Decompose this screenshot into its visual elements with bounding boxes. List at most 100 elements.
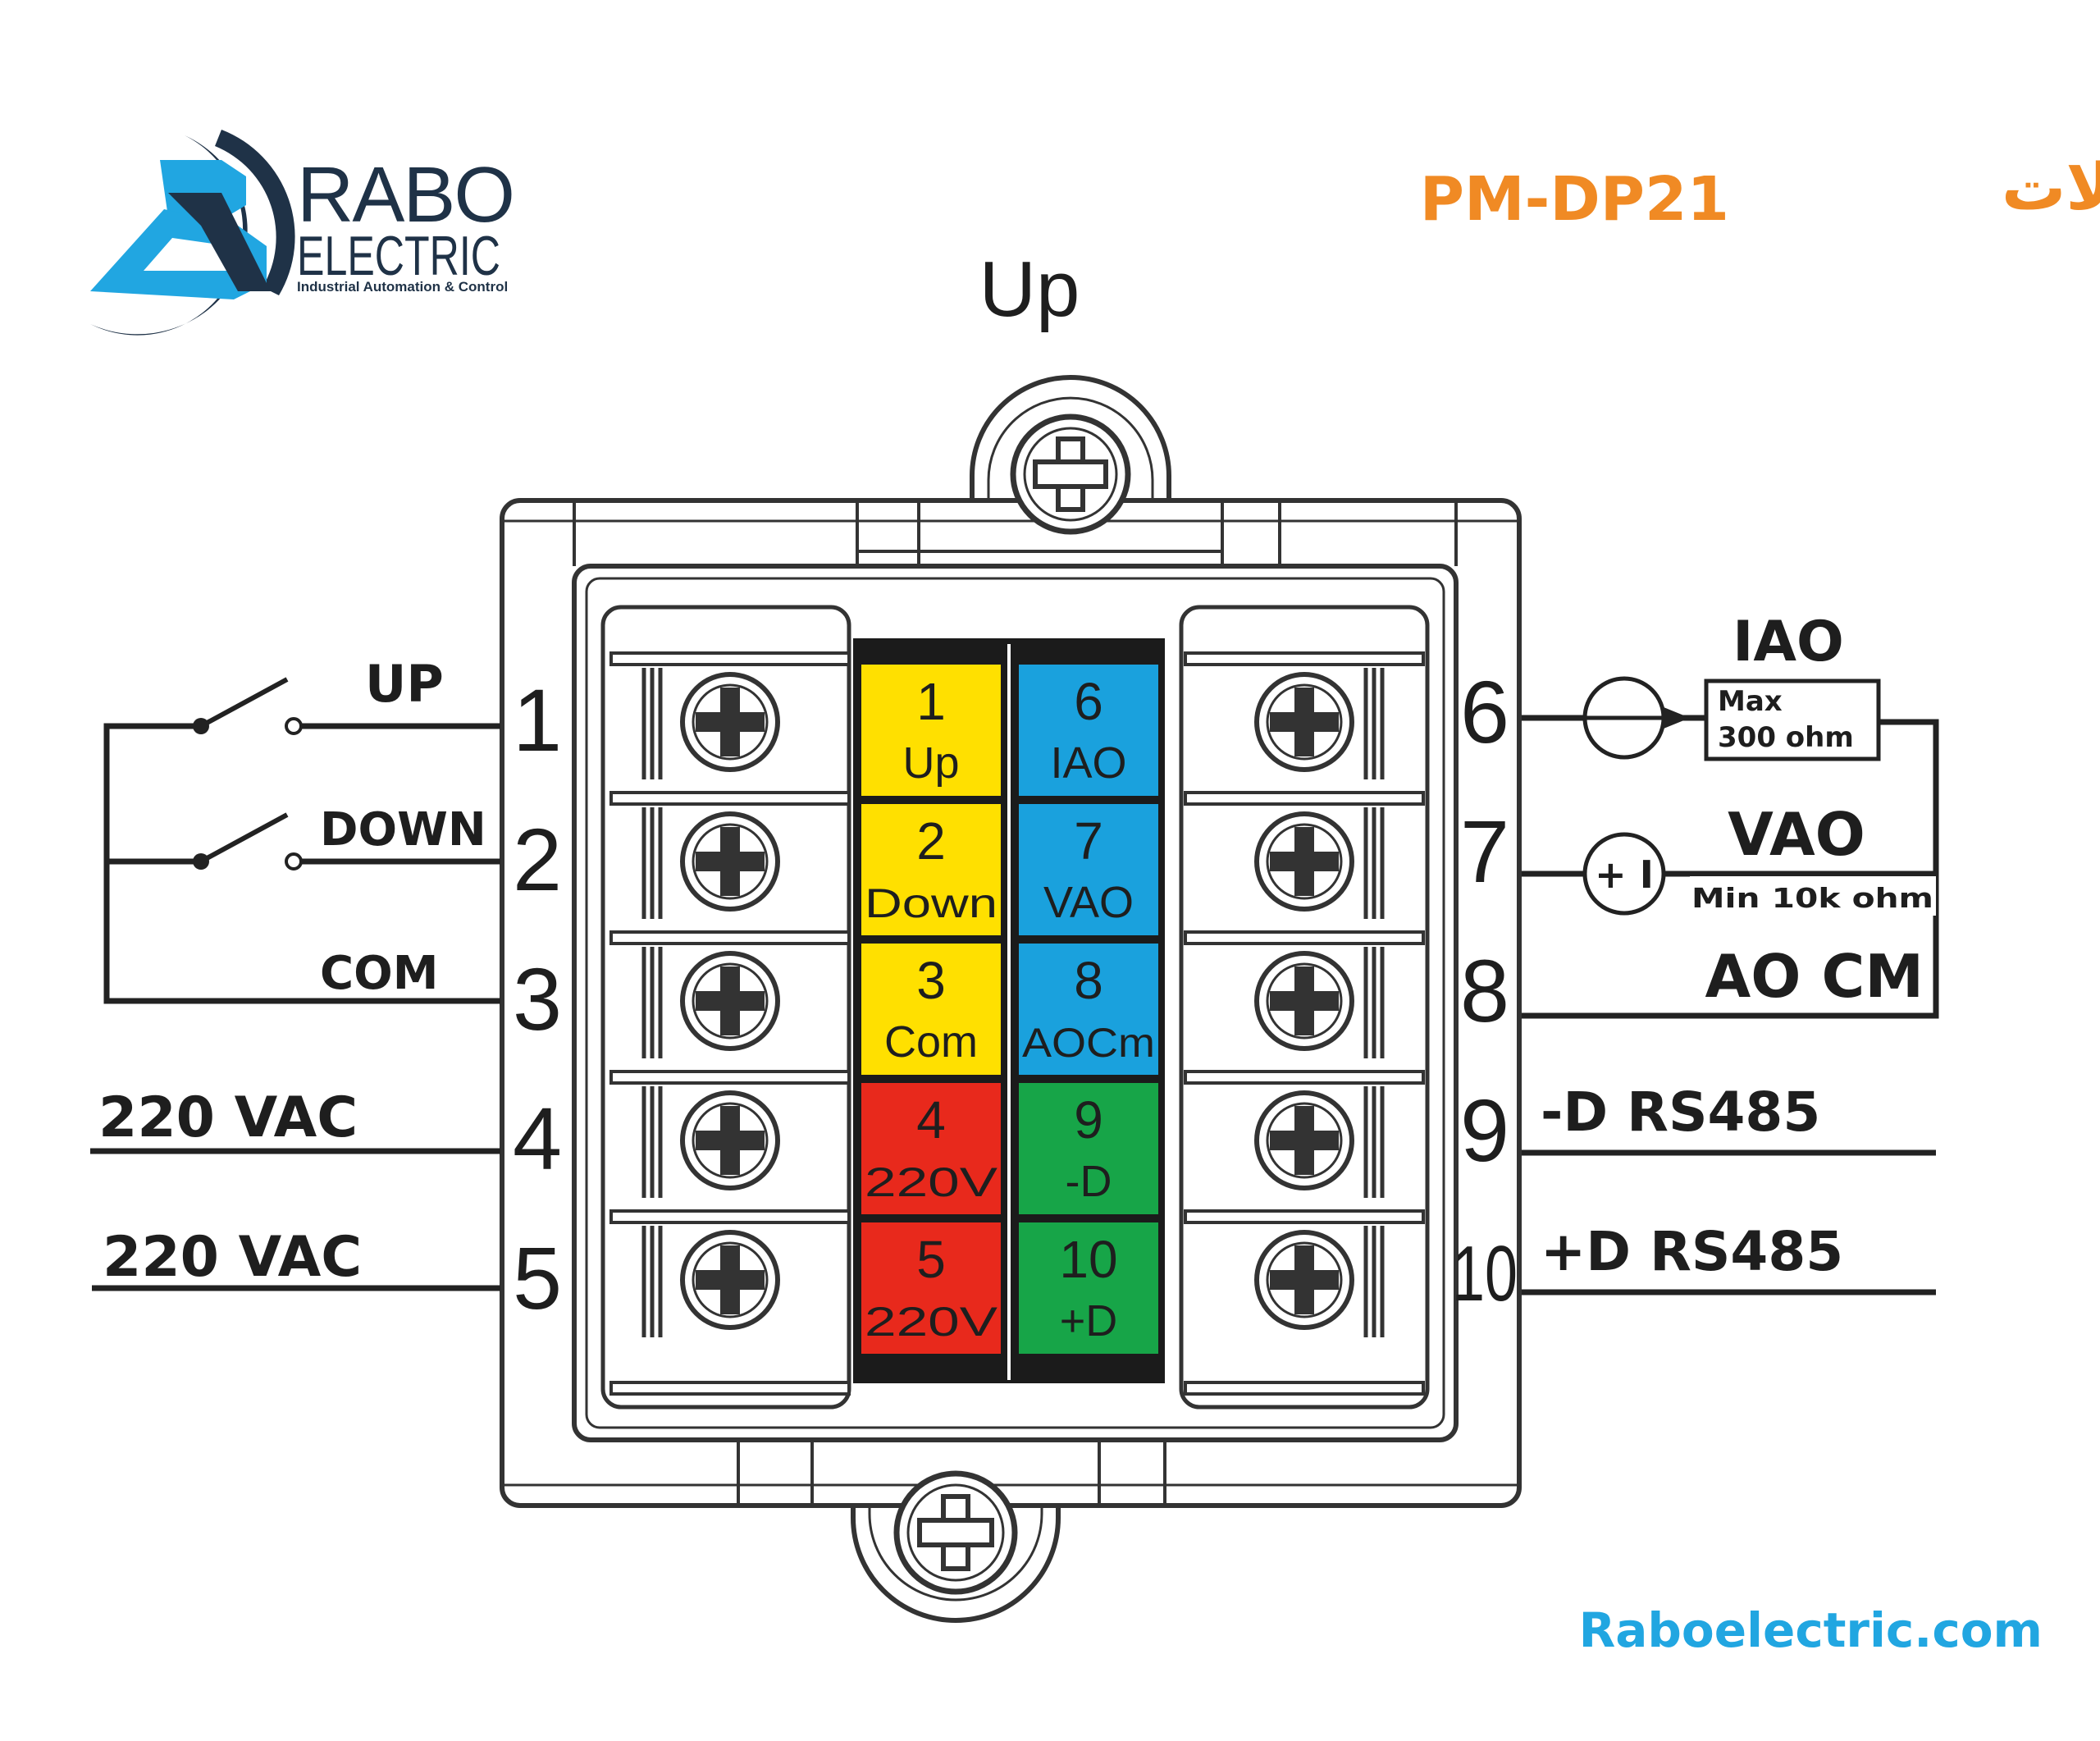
pin-cell-name: -D [1066, 1157, 1112, 1206]
pin-cell-9: 9-D [1019, 1083, 1158, 1214]
pin-cell-number: 6 [1074, 672, 1103, 731]
terminal-screw-icon[interactable] [680, 1230, 780, 1330]
pin-cell-number: 2 [916, 811, 946, 870]
brand-name-line1: RABO [297, 151, 514, 239]
pin-cell-number: 4 [916, 1090, 946, 1149]
pin-cell-name: Down [865, 880, 998, 926]
left-wire-label: UP [365, 654, 444, 714]
brand-logo: RABO ELECTRIC Industrial Automation & Co… [90, 130, 515, 336]
pin-cell-name: Com [884, 1017, 978, 1067]
terminal-slat [1184, 930, 1425, 945]
pin-cell-background [861, 804, 1001, 935]
terminal-slat [609, 1209, 851, 1224]
right-terminal-number: 10 [1452, 1230, 1518, 1318]
pin-cell-background [861, 665, 1001, 796]
pin-cell-background [861, 944, 1001, 1075]
pin-cell-name: VAO [1043, 878, 1134, 927]
terminal-screw-icon[interactable] [680, 811, 780, 912]
terminal-slat [1184, 1070, 1425, 1085]
page-title-persian: اتصالات [2002, 151, 2100, 225]
terminal-slat [609, 930, 851, 945]
iao-ammeter-icon [1582, 676, 1690, 760]
right-wire-label: -D RS485 [1541, 1081, 1820, 1144]
left-terminal-number: 4 [513, 1089, 562, 1188]
terminal-slat [1184, 1381, 1425, 1396]
left-wiring [90, 677, 500, 1291]
bottom-mount-screw-icon [893, 1470, 1018, 1595]
pin-cell-name: +D [1060, 1296, 1118, 1346]
logo-r-letter-icon [168, 193, 271, 291]
terminal-slat [1184, 651, 1425, 666]
terminal-slat [609, 651, 851, 666]
terminal-screw-icon[interactable] [1254, 672, 1354, 772]
brand-tagline: Industrial Automation & Control [297, 279, 508, 295]
terminal-screw-icon[interactable] [680, 672, 780, 772]
iao-load-box [1704, 679, 1881, 761]
terminal-screw-icon[interactable] [680, 1090, 780, 1190]
pin-cell-number: 1 [916, 672, 946, 731]
terminal-slat [609, 791, 851, 806]
vao-note-frame [1690, 876, 1936, 916]
terminal-screw-icon[interactable] [1254, 1090, 1354, 1190]
pin-cell-name: AOCm [1022, 1020, 1155, 1066]
orientation-label: Up [979, 245, 1080, 333]
page-title-model: PM-DP21 [1420, 164, 1729, 235]
right-wire-label: IAO [1732, 610, 1844, 674]
terminal-slat [1184, 791, 1425, 806]
up-switch-pivot-icon [193, 718, 209, 734]
right-wire-label: AO CM [1705, 942, 1924, 1011]
left-terminal-screws [609, 651, 851, 1396]
brand-name-line2: ELECTRIC [297, 225, 500, 287]
pin-cell-background [1019, 944, 1158, 1075]
left-wire-label: 220 VAC [103, 1225, 362, 1290]
right-wire-label: +D RS485 [1541, 1220, 1843, 1283]
right-terminal-number: 9 [1460, 1081, 1509, 1180]
vao-meter-symbol: + I [1595, 852, 1654, 897]
terminal-slat [609, 1381, 851, 1396]
pin-cell-name: IAO [1050, 738, 1126, 788]
pin-cell-number: 8 [1074, 951, 1103, 1010]
pin-cell-name: Up [902, 738, 959, 788]
pin-cell-background [1019, 665, 1158, 796]
terminal-screw-icon[interactable] [1254, 1230, 1354, 1330]
pin-cell-background [1019, 1222, 1158, 1354]
pin-cell-1: 1Up [861, 665, 1001, 796]
pin-cell-number: 10 [1059, 1230, 1117, 1289]
terminal-screw-icon[interactable] [680, 951, 780, 1051]
left-wire-label: DOWN [320, 803, 486, 857]
website-url: Raboelectric.com [1579, 1602, 2043, 1658]
terminal-slat [1184, 1209, 1425, 1224]
left-terminal-number: 1 [513, 670, 562, 770]
down-switch-contact-icon [285, 852, 303, 870]
left-terminal-number: 3 [513, 949, 562, 1049]
pin-cell-background [1019, 1083, 1158, 1214]
right-terminal-number: 7 [1460, 802, 1509, 901]
logo-swoosh-icon [215, 130, 295, 295]
terminal-screw-icon[interactable] [1254, 811, 1354, 912]
right-terminal-number: 8 [1460, 941, 1509, 1040]
pin-cell-background [861, 1083, 1001, 1214]
iao-load-max: Max [1718, 685, 1783, 718]
logo-b-letter-icon [144, 238, 230, 271]
pin-cell-background [861, 1222, 1001, 1354]
down-switch-pivot-icon [193, 853, 209, 870]
switch-contacts [193, 717, 303, 870]
pin-cell-number: 7 [1074, 811, 1103, 870]
left-wire-label: 220 VAC [98, 1085, 358, 1150]
pin-cell-number: 3 [916, 951, 946, 1010]
pin-cell-name: 220V [865, 1299, 998, 1345]
terminal-screw-icon[interactable] [1254, 951, 1354, 1051]
iao-load-ohm: 300 ohm [1718, 721, 1854, 754]
